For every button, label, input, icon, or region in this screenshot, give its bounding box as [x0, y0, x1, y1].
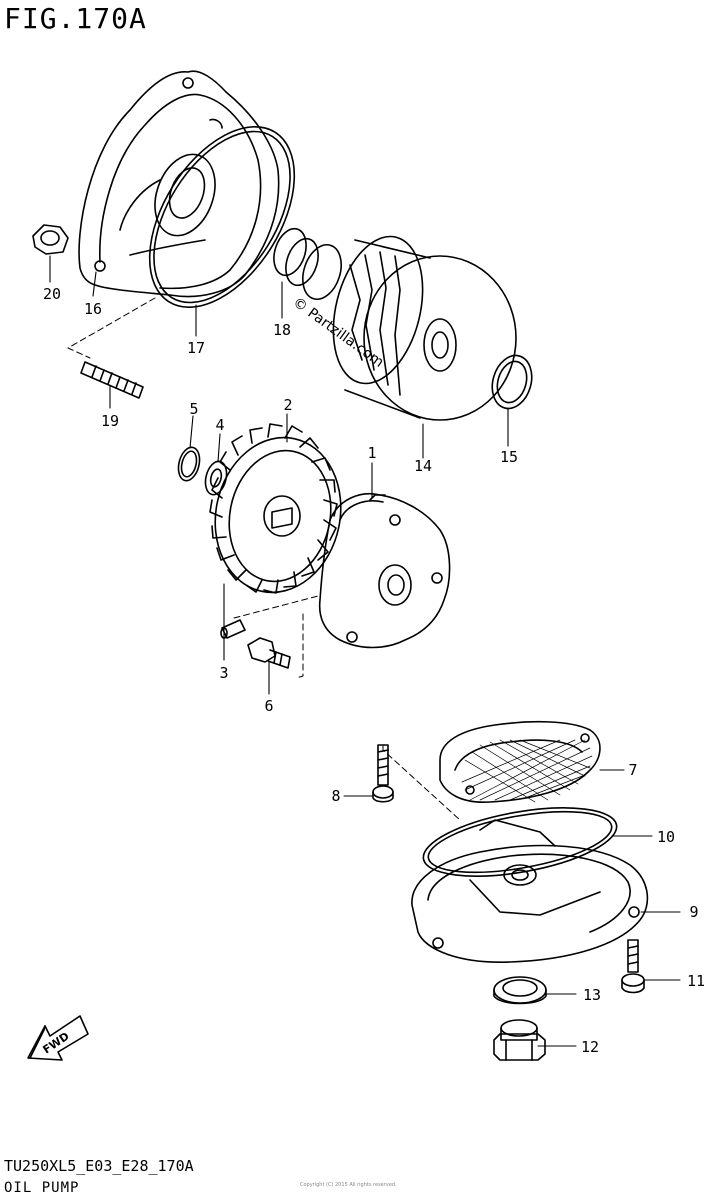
- callout-12: 12: [581, 1038, 599, 1056]
- callout-13: 13: [583, 986, 601, 1004]
- section-name: OIL PUMP: [4, 1180, 80, 1196]
- callout-8: 8: [331, 787, 340, 805]
- fine-print: Copyright (C) 2015 All rights reserved.: [300, 1182, 397, 1188]
- part-17-o-ring: [148, 125, 296, 309]
- part-12-drain-plug: [493, 1019, 546, 1061]
- callout-2: 2: [283, 396, 292, 414]
- part-1-pump-body: [318, 493, 451, 649]
- assembly-guide-lines: [67, 297, 461, 821]
- leader-lines: [49, 255, 681, 1047]
- part-15-o-ring: [491, 354, 533, 410]
- callout-18: 18: [273, 321, 291, 339]
- part-11-bolt: [621, 939, 645, 994]
- part-5-circlip: [177, 446, 201, 482]
- callout-9: 9: [689, 903, 698, 921]
- callout-3: 3: [219, 664, 228, 682]
- callout-15: 15: [500, 448, 518, 466]
- part-16-cover: [78, 70, 280, 298]
- callout-4: 4: [215, 416, 224, 434]
- model-code: TU250XL5_E03_E28_170A: [4, 1157, 194, 1175]
- part-2-gear: [209, 423, 342, 594]
- part-6-bolt: [247, 637, 291, 669]
- part-7-strainer: [439, 720, 601, 803]
- callout-16: 16: [84, 300, 102, 318]
- callout-10: 10: [657, 828, 675, 846]
- fwd-label: FWD: [40, 1030, 71, 1057]
- part-9-pan-cover: [411, 819, 649, 963]
- part-18-spring: [273, 227, 342, 301]
- part-3-pin: [220, 619, 246, 639]
- part-8-bolt: [372, 744, 394, 803]
- part-13-washer: [493, 976, 547, 1005]
- part-19-stud-bolt: [80, 361, 144, 399]
- fwd-arrow-icon: [27, 1015, 89, 1061]
- callout-7: 7: [628, 761, 637, 779]
- part-7-strainer-mesh: [461, 739, 593, 803]
- callout-6: 6: [264, 697, 273, 715]
- part-20-nut: [32, 224, 69, 255]
- callout-20: 20: [43, 285, 61, 303]
- callout-1: 1: [367, 444, 376, 462]
- callout-5: 5: [189, 400, 198, 418]
- callout-19: 19: [101, 412, 119, 430]
- part-14-oil-filter: [332, 235, 517, 421]
- callout-11: 11: [687, 972, 705, 990]
- callout-14: 14: [414, 457, 432, 475]
- figure-title: FIG.170A: [4, 2, 147, 35]
- callout-17: 17: [187, 339, 205, 357]
